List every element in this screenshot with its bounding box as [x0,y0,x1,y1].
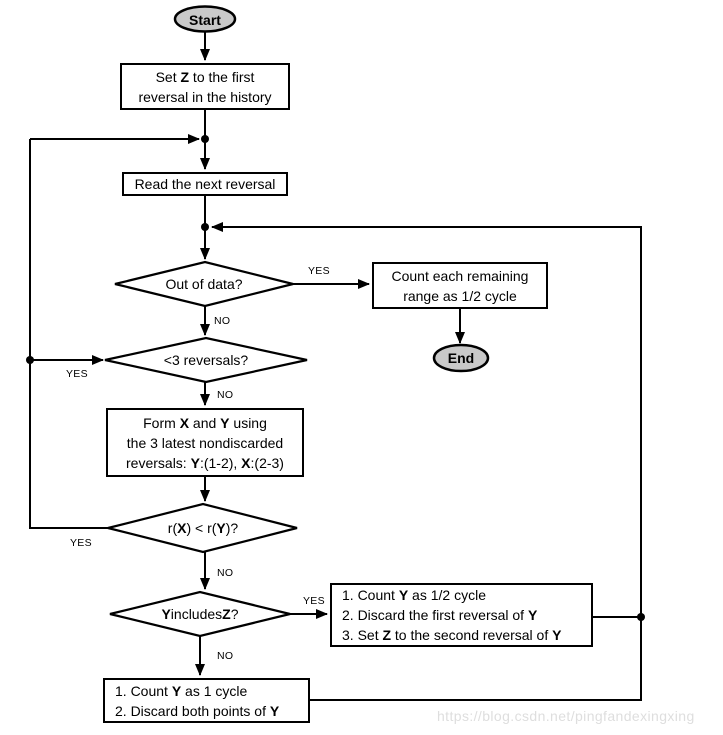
lt3-reversals-diamond-shape [104,336,308,384]
count-half-process-box: 1. Count Y as 1/2 cycle 2. Discard the f… [330,583,593,647]
junction-dot [637,613,645,621]
lt3-no-label: NO [217,389,234,401]
y-includes-z-diamond-shape [109,590,291,638]
out-of-data-diamond-shape [114,260,294,308]
lt3-reversals-label: <3 reversals? [163,352,249,368]
junction-dot [201,135,209,143]
y-includes-z-label: Y includes Z? [161,606,239,622]
read-next-process-box: Read the next reversal [122,172,288,196]
end-terminal-shape [432,343,490,373]
start-terminal-label: Start [189,11,221,28]
form-xy-line1: Form X and Y using [143,414,267,431]
includes-yes-label: YES [303,595,325,607]
out-of-data-label: Out of data? [165,276,243,292]
compare-yes-label: YES [70,537,92,549]
count-remaining-line2: range as 1/2 cycle [403,287,517,304]
includes-no-label: NO [217,650,234,662]
edge-left-loop-vertical [29,139,110,529]
set-z-process-box: Set Z to the first reversal in the histo… [120,63,290,110]
start-terminal-shape [173,5,237,33]
read-next-label: Read the next reversal [134,176,276,192]
count-remaining-process-box: Count each remaining range as 1/2 cycle [372,262,548,309]
outofdata-yes-label: YES [308,265,330,277]
count-half-line3: 3. Set Z to the second reversal of Y [342,627,562,643]
count-full-line1: 1. Count Y as 1 cycle [115,682,248,699]
outofdata-no-label: NO [214,315,231,327]
edge-right-loop [211,222,642,701]
junction-dot [26,356,34,364]
count-full-process-box: 1. Count Y as 1 cycle 2. Discard both po… [103,678,310,723]
junction-dot [201,223,209,231]
set-z-line2: reversal in the history [138,88,272,105]
range-compare-diamond-shape [107,502,298,554]
count-full-line2: 2. Discard both points of Y [115,702,280,719]
form-xy-line2: the 3 latest nondiscarded [126,434,284,451]
count-remaining-line1: Count each remaining [391,267,529,284]
range-compare-label: r(X) < r(Y)? [167,520,239,536]
set-z-line1: Set Z to the first [155,68,255,85]
end-terminal-label: End [447,350,475,366]
form-xy-line3: reversals: Y:(1-2), X:(2-3) [126,454,284,471]
compare-no-label: NO [217,567,234,579]
count-half-line1: 1. Count Y as 1/2 cycle [342,587,486,603]
form-xy-process-box: Form X and Y using the 3 latest nondisca… [106,408,304,477]
lt3-yes-label: YES [66,368,88,380]
count-half-line2: 2. Discard the first reversal of Y [342,607,538,623]
watermark-url: https://blog.csdn.net/pingfandexingxing [437,708,695,724]
